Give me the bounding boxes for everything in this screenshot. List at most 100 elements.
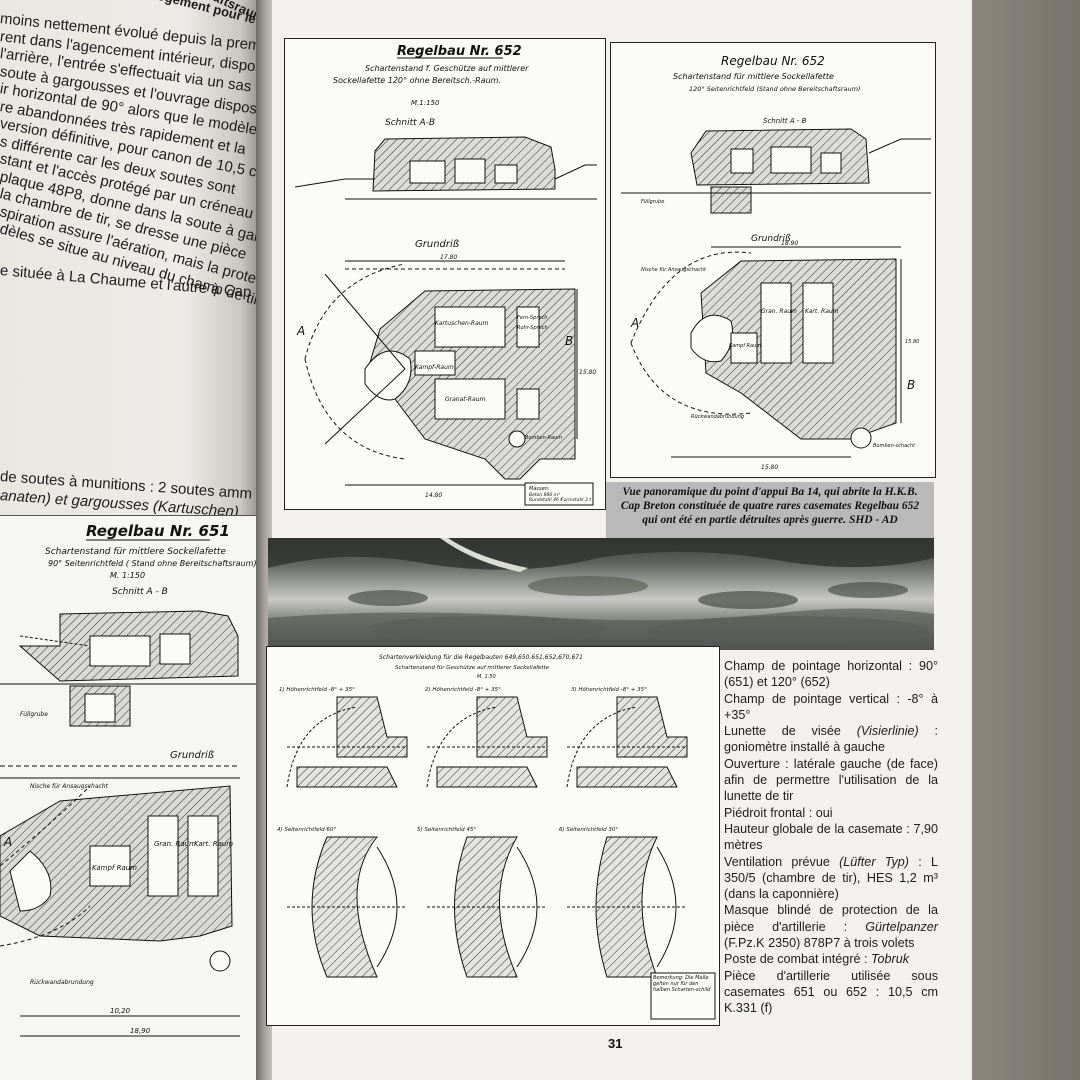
- r651-subtitle-2: 90° Seitenrichtfeld ( Stand ohne Bereits…: [48, 559, 257, 568]
- r652r-label-a: A: [630, 316, 639, 330]
- r651-room-kart: Kart. Raum: [194, 840, 233, 848]
- spec-text: Poste de combat intégré :: [724, 952, 872, 967]
- spec-text: (F.Pz.K 2350) 878P7 à trois volets: [724, 936, 915, 951]
- left-page: schaftsraum logement pour le pers moins …: [0, 0, 262, 1080]
- r652r-subtitle-2: 120° Seitenrichtfeld (Stand ohne Bereits…: [689, 85, 861, 93]
- r651-plan-label: Grundriß: [170, 750, 214, 761]
- r651-room-kampf: Kampf Raum: [92, 864, 137, 872]
- emb-fig-5-label: 5) Seitenrichtfeld 45°: [417, 827, 476, 833]
- r652l-dim-top: 17.80: [440, 254, 457, 261]
- drawing-regelbau-652-left: Regelbau Nr. 652 Schartenstand f. Geschü…: [284, 38, 606, 510]
- r652l-note-rohr: Rohr-Sprech: [517, 325, 548, 331]
- r652r-room-gran: Gran. Raum: [761, 308, 797, 315]
- spec-text: Masque blindé de protection de la pièce …: [724, 903, 938, 934]
- r651-note-nische: Nische für Ansaugschacht: [30, 783, 109, 790]
- r652r-section-label: Schnitt A - B: [763, 117, 807, 125]
- r652l-subtitle-2: Sockellafette 120° ohne Bereitsch.-Raum.: [333, 76, 501, 85]
- emb-fig-3-label: 3) Höhenrichtfeld -8° + 35°: [571, 687, 647, 693]
- r652l-label-a: A: [296, 324, 305, 338]
- r652l-label-b: B: [565, 334, 573, 348]
- r652r-room-kampf: Kampf Raum: [729, 343, 761, 349]
- spec-item: Masque blindé de protection de la pièce …: [724, 902, 938, 951]
- emb-fig-1-label: 1) Höhenrichtfeld -8° + 35°: [279, 687, 355, 693]
- r652l-title: Regelbau Nr. 652: [397, 44, 522, 59]
- r652l-room-kart: Kartuschen-Raum: [435, 320, 489, 327]
- spec-item: Ouverture : latérale gauche (de face) af…: [724, 756, 938, 804]
- r652l-subtitle-1: Schartenstand f. Geschütze auf mittlerer: [365, 64, 529, 73]
- drawing-regelbau-651: Regelbau Nr. 651 Schartenstand für mittl…: [0, 515, 262, 1080]
- r652r-note-nische: Nische für Ansaugschacht: [641, 267, 707, 273]
- r652r-dim-bottom: 15.80: [761, 464, 778, 471]
- r651-dim-2: 18,90: [130, 1027, 151, 1035]
- emb-subtitle: Schartenstand für Geschütze auf mittlere…: [395, 665, 550, 671]
- r652l-massen-2: Rundstahl 46 t: [529, 497, 562, 503]
- r652l-plan-drawing: 17.80 Kartuschen-Raum Kampf-Raum Granat-…: [296, 254, 596, 499]
- spec-item: Champ de pointage horizontal : 90° (651)…: [724, 659, 938, 690]
- r652r-section-drawing: Füllgrube: [621, 128, 931, 214]
- spec-text: : L 350/5 (chambre de tir), HES 1,2 m³ (…: [724, 854, 938, 902]
- r652l-plan-label: Grundriß: [415, 239, 459, 250]
- r652r-note-bombe: Bomben-schacht: [873, 443, 916, 449]
- r652l-massen-1: Beton 880 m³: [529, 492, 560, 498]
- spec-item: Ventilation prévue (Lüfter Typ) : L 350/…: [724, 854, 938, 903]
- emb-note: Bemerkung: Die Maße gelten nur für den h…: [653, 975, 711, 993]
- photo-caption-line-2: Cap Breton constituée de quatre rares ca…: [620, 500, 920, 512]
- r652r-title: Regelbau Nr. 652: [721, 54, 825, 68]
- r652l-room-fern: Fern-Sprech: [517, 315, 547, 321]
- spec-term: Tobruk: [871, 952, 910, 967]
- emb-title: Schartenverkleidung für die Regelbauten …: [379, 654, 583, 661]
- r652l-scale: M.1:150: [411, 99, 440, 107]
- emb-fig-5: [427, 836, 547, 978]
- emb-fig-1: [286, 696, 408, 788]
- r652r-dim-right: 15.80: [905, 339, 919, 345]
- spec-item: Hauteur globale de la casemate : 7,90 mè…: [724, 821, 938, 853]
- r652r-plan-drawing: 18.90 Gran. Raum Kart. Raum Kampf Raum N…: [630, 240, 919, 471]
- emb-fig-2-label: 2) Höhenrichtfeld -8° + 35°: [425, 687, 501, 693]
- emb-fig-6-label: 6) Seitenrichtfeld 30°: [559, 827, 618, 833]
- r651-section-label: Schnitt A - B: [112, 587, 168, 597]
- spec-text: Ventilation prévue: [724, 854, 840, 869]
- specs-list: Champ de pointage horizontal : 90° (651)…: [724, 658, 938, 1017]
- emb-fig-3: [566, 696, 688, 788]
- r651-title: Regelbau Nr. 651: [86, 522, 230, 540]
- r652r-room-kart: Kart. Raum: [805, 308, 839, 315]
- emb-scale: M. 1:50: [477, 674, 496, 680]
- spec-item: Champ de pointage vertical : -8° à +35°: [724, 691, 938, 722]
- spec-item: Lunette de visée (Visierlinie) : goniomè…: [724, 723, 938, 756]
- emb-note-box: Bemerkung: Die Maße gelten nur für den h…: [650, 972, 716, 1020]
- spec-term: Gürtelpanzer: [865, 919, 938, 934]
- photo-caption: Vue panoramique du point d'appui Ba 14, …: [606, 482, 934, 538]
- drawing-regelbau-652-right: Regelbau Nr. 652 Schartenstand für mittl…: [610, 42, 936, 478]
- r651-scale: M. 1:150: [110, 571, 145, 580]
- r651-section-drawing: Füllgrube: [0, 610, 262, 727]
- photo-caption-line-3: qui ont été en partie détruites après gu…: [642, 514, 898, 526]
- r652r-subtitle-1: Schartenstand für mittlere Sockellafette: [673, 72, 834, 81]
- spec-term: (Visierlinie): [856, 724, 919, 739]
- emb-fig-4-label: 4) Seitenrichtfeld 60°: [277, 827, 336, 833]
- emb-fig-4: [287, 836, 407, 978]
- background-table: [972, 0, 1080, 1080]
- r652l-massen-box: Massen: Beton 880 m³ Rundstahl 46 t Form…: [524, 482, 594, 506]
- spec-item: Pièce d'artillerie utilisée sous casemat…: [724, 968, 938, 1016]
- r651-subtitle-1: Schartenstand für mittlere Sockellafette: [45, 547, 226, 557]
- spec-text: Lunette de visée: [724, 724, 857, 739]
- spec-text: : goniomètre installé à gauche: [724, 724, 938, 755]
- r652l-section-label: Schnitt A-B: [385, 118, 435, 128]
- r652r-note-rueck: Rückwandabrundung: [691, 414, 744, 420]
- r651-dim-1: 10,20: [110, 1007, 131, 1015]
- emb-fig-6: [567, 836, 687, 978]
- spec-item: Poste de combat intégré : Tobruk: [724, 951, 938, 967]
- r652l-massen-3: Formstahl 3 t: [561, 497, 591, 503]
- page-number: 31: [608, 1036, 623, 1051]
- r652r-plan-label: Grundriß: [751, 234, 791, 244]
- r652l-dim-bottom: 14.80: [425, 492, 442, 499]
- r652r-note-fuell: Füllgrube: [641, 199, 664, 205]
- drawing-embrasure-panel: Schartenverkleidung für die Regelbauten …: [266, 646, 720, 1026]
- r652l-massen-title: Massen:: [529, 486, 550, 492]
- spec-term: (Lüfter Typ): [839, 854, 909, 869]
- r652l-note-bombe: Bomben-Raum: [525, 435, 562, 441]
- emb-fig-2: [426, 696, 548, 788]
- spec-item: Piédroit frontal : oui: [724, 805, 833, 820]
- r652l-room-kampf: Kampf-Raum: [415, 364, 454, 371]
- r651-note-rueckwand: Rückwandabrundung: [30, 979, 94, 986]
